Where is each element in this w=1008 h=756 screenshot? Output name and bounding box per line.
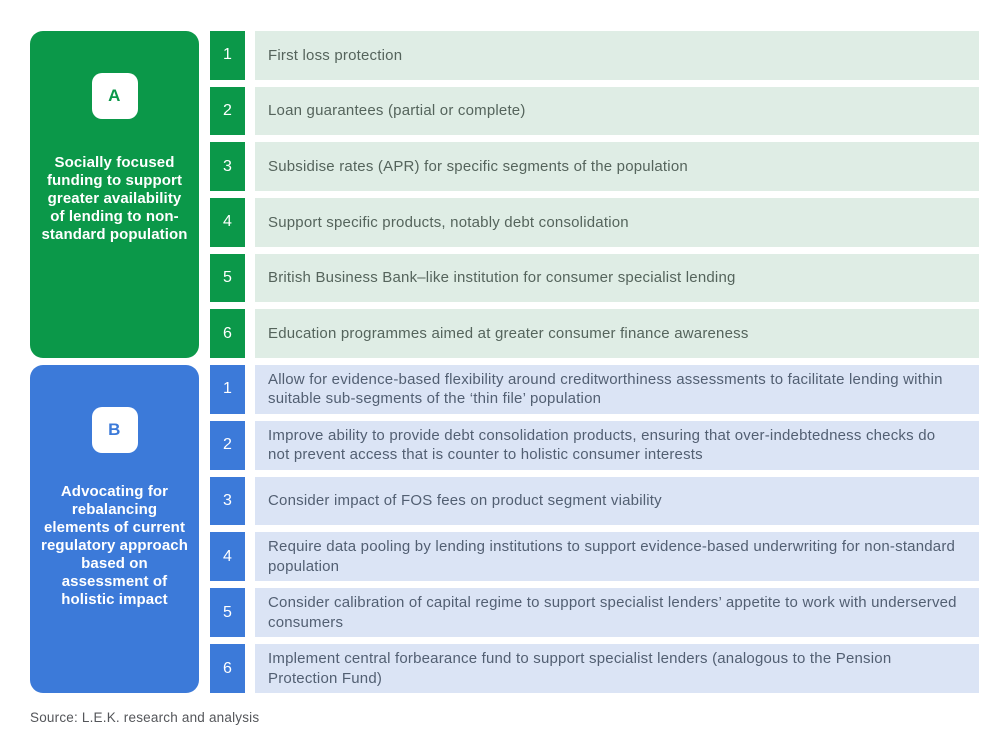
recommendation-number: 5 [210, 588, 245, 638]
recommendation-text: British Business Bank–like institution f… [255, 253, 979, 303]
recommendation-number: 5 [210, 253, 245, 303]
recommendation-text: Loan guarantees (partial or complete) [255, 86, 979, 136]
recommendation-number: 4 [210, 198, 245, 247]
recommendation-number: 2 [210, 420, 245, 470]
category-badge-A: A [91, 73, 138, 119]
category-title-B: Advocating for rebalancing elements of c… [41, 483, 188, 608]
category-block-A: A Socially focused funding to support gre… [30, 31, 199, 358]
recommendation-text: Allow for evidence-based flexibility aro… [255, 365, 979, 414]
recommendation-number: 2 [210, 86, 245, 136]
recommendation-number: 4 [210, 532, 245, 582]
recommendation-text: Require data pooling by lending institut… [255, 532, 979, 582]
recommendation-number: 1 [210, 365, 245, 414]
recommendation-number: 3 [210, 476, 245, 526]
section-B: B Advocating for rebalancing elements of … [30, 365, 979, 693]
recommendation-text: Improve ability to provide debt consolid… [255, 420, 979, 470]
category-badge-B: B [91, 407, 138, 453]
recommendation-text: Support specific products, notably debt … [255, 198, 979, 247]
recommendation-text: Education programmes aimed at greater co… [255, 309, 979, 359]
category-title-A: Socially focused funding to support grea… [41, 154, 188, 243]
recommendations-board: A Socially focused funding to support gre… [30, 31, 979, 693]
recommendation-text: Subsidise rates (APR) for specific segme… [255, 142, 979, 192]
recommendation-number: 3 [210, 142, 245, 192]
section-A: A Socially focused funding to support gre… [30, 31, 979, 359]
recommendation-number: 6 [210, 309, 245, 359]
source-note: Source: L.E.K. research and analysis [30, 710, 260, 725]
recommendation-text: Implement central forbearance fund to su… [255, 644, 979, 693]
recommendation-text: Consider impact of FOS fees on product s… [255, 476, 979, 526]
recommendation-text: First loss protection [255, 31, 979, 80]
recommendation-text: Consider calibration of capital regime t… [255, 588, 979, 638]
recommendation-number: 1 [210, 31, 245, 80]
category-block-B: B Advocating for rebalancing elements of … [30, 365, 199, 693]
recommendation-number: 6 [210, 644, 245, 693]
